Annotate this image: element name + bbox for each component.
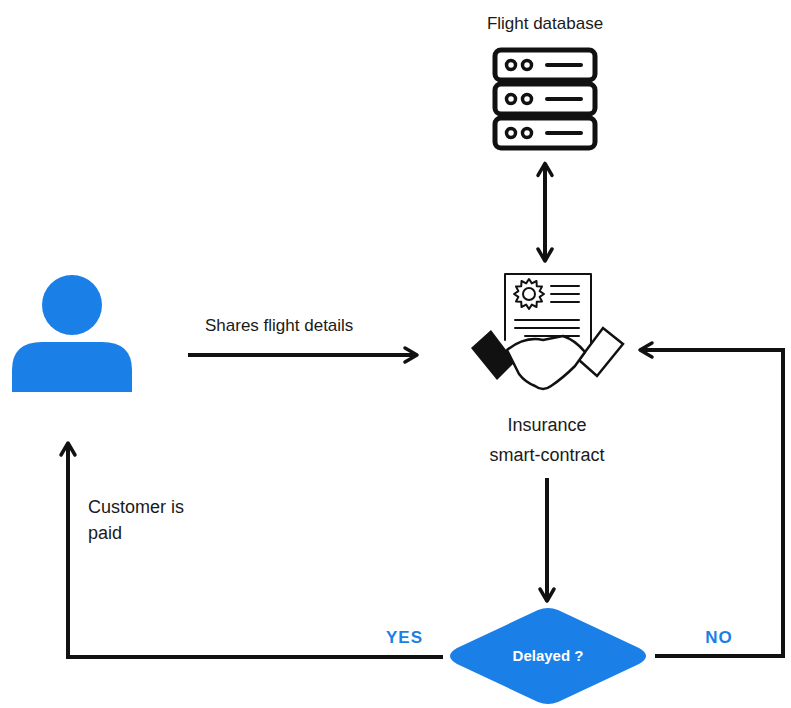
connector-group (641, 350, 783, 656)
connector-group (547, 478, 548, 600)
document-line (551, 285, 579, 287)
connector (545, 478, 549, 600)
payment-arrow (68, 444, 443, 657)
contract-node: Insurance smart-contract (459, 266, 635, 474)
person-icon (12, 275, 132, 392)
server-led (507, 129, 516, 138)
connector (641, 350, 783, 656)
document-seal (514, 279, 544, 309)
node-label: Flight database (487, 14, 603, 34)
arrow-label: Shares flight details (205, 314, 353, 339)
decision-text: Delayed ? (513, 647, 584, 665)
document-line (551, 293, 579, 295)
connector-group (545, 164, 546, 260)
server-led (507, 95, 516, 104)
document-line (551, 301, 579, 303)
server-slot (547, 131, 581, 135)
person-head (42, 275, 102, 335)
server-led (523, 61, 532, 70)
connector (543, 164, 547, 260)
person-body (12, 342, 132, 392)
decision-diamond: Delayed ? (443, 606, 653, 706)
server-unit (495, 84, 595, 114)
node-label: Insurance smart-contract (482, 410, 612, 470)
server-slot (547, 97, 581, 101)
document-line (515, 327, 579, 329)
document-seal (523, 288, 535, 300)
server-led (523, 95, 532, 104)
branch-label: NO (703, 628, 735, 648)
diamond-outline (450, 608, 646, 704)
database-icon (491, 46, 599, 154)
server-led (507, 61, 516, 70)
server-unit (495, 50, 595, 80)
document-line (515, 319, 579, 321)
arrow-label: Customer is paid (88, 494, 188, 546)
branch-label: YES (386, 626, 423, 651)
server-unit (495, 118, 595, 148)
database-node: Flight database (479, 10, 611, 158)
server-slot (547, 63, 581, 67)
server-led (523, 129, 532, 138)
share-arrow (188, 353, 416, 357)
handshake (507, 336, 585, 389)
document-line (525, 335, 579, 337)
contract-icon (467, 270, 627, 408)
